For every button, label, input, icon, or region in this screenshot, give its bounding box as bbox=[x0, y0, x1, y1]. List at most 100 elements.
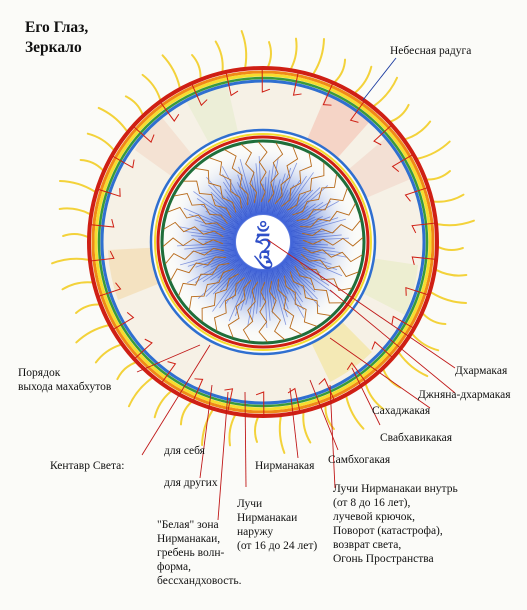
core-blue-stroke bbox=[212, 267, 245, 312]
ring-hook bbox=[404, 186, 429, 202]
ring-hook bbox=[97, 188, 121, 198]
core-blue-stroke bbox=[249, 271, 257, 299]
ring-hook bbox=[111, 155, 135, 169]
ring-hook bbox=[132, 125, 155, 144]
sun-ray bbox=[411, 333, 440, 352]
core-blue-stroke bbox=[256, 273, 261, 314]
core-blue-stroke bbox=[290, 252, 338, 271]
core-blue-stroke bbox=[191, 246, 228, 253]
center-syllable-glyph: ཧཱུྃ bbox=[254, 220, 273, 270]
core-blue-stroke bbox=[234, 275, 251, 317]
core-blue-stroke bbox=[187, 258, 232, 284]
core-blue-stroke bbox=[184, 244, 234, 250]
ring-hook bbox=[159, 101, 180, 122]
inner-wavy-ray bbox=[165, 248, 225, 265]
inner-wavy-ray bbox=[213, 277, 245, 331]
inner-wavy-ray bbox=[281, 153, 313, 207]
core-blue-stroke bbox=[281, 265, 300, 288]
core-blue-stroke bbox=[285, 263, 316, 293]
inner-wavy-ray bbox=[209, 157, 242, 209]
ring-hook bbox=[224, 388, 234, 413]
ring-hook bbox=[191, 83, 208, 107]
core-blue-stroke bbox=[275, 162, 298, 211]
core-blue-stroke bbox=[271, 272, 287, 326]
sun-ray bbox=[58, 180, 96, 193]
sun-ray bbox=[191, 54, 202, 79]
outer-sun-rays bbox=[51, 30, 475, 454]
ring-hook bbox=[225, 71, 239, 97]
ring-hook bbox=[373, 124, 393, 146]
core-blue-stroke bbox=[198, 247, 230, 254]
diagram-title: Его Глаз, Зеркало bbox=[25, 19, 89, 56]
sun-ray bbox=[75, 324, 110, 344]
sun-ray bbox=[422, 313, 447, 326]
inner-wavy-ray bbox=[287, 162, 325, 211]
core-blue-stroke bbox=[258, 156, 263, 213]
core-blue-stroke bbox=[292, 202, 324, 223]
core-blue-stroke bbox=[188, 213, 232, 231]
core-blue-stroke bbox=[221, 166, 248, 213]
core-blue-stroke bbox=[195, 253, 232, 268]
core-blue-stroke bbox=[205, 263, 241, 297]
sun-ray bbox=[435, 269, 468, 277]
core-blue-stroke bbox=[281, 196, 300, 219]
core-blue-stroke bbox=[249, 185, 257, 213]
inner-wavy-ray bbox=[258, 141, 268, 203]
sun-ray bbox=[116, 361, 136, 381]
inner-wavy-ray bbox=[274, 146, 299, 205]
label-mahabhuta-order: Порядок выхода махабхутов bbox=[18, 367, 112, 393]
inner-wavy-ray bbox=[302, 237, 364, 247]
inner-wavy-ray bbox=[301, 219, 361, 236]
inner-wavy-ray bbox=[195, 167, 237, 213]
core-blue-stroke bbox=[178, 226, 230, 237]
core-blue-stroke bbox=[212, 263, 243, 295]
core-blue-stroke bbox=[281, 175, 307, 214]
core-blue-stroke bbox=[200, 224, 235, 235]
core-blue-stroke bbox=[295, 216, 323, 229]
sun-ray bbox=[179, 401, 192, 426]
core-blue-stroke bbox=[288, 187, 321, 218]
core-blue-stroke bbox=[202, 259, 237, 282]
core-blue-stroke bbox=[252, 170, 259, 209]
core-blue-stroke bbox=[259, 271, 263, 307]
core-blue-stroke bbox=[286, 266, 318, 300]
core-blue-stroke bbox=[290, 200, 339, 228]
outer-ring-hooks bbox=[89, 67, 437, 417]
inner-wavy-ray bbox=[162, 237, 224, 247]
label-sahajakaya: Сахаджакая bbox=[372, 405, 431, 417]
inner-wavy-ray bbox=[188, 268, 234, 310]
sun-ray bbox=[302, 412, 312, 444]
core-blue-stroke bbox=[270, 185, 277, 209]
sun-ray bbox=[79, 158, 104, 171]
sun-ray bbox=[58, 207, 91, 215]
inner-wavy-ray bbox=[183, 180, 232, 218]
label-centaur-of-light: Кентавр Света: bbox=[50, 460, 125, 472]
inner-wavy-ray bbox=[227, 279, 252, 338]
ring-hook bbox=[411, 256, 437, 265]
core-blue-stroke bbox=[286, 189, 314, 218]
inner-wavy-ray bbox=[300, 253, 359, 278]
core-blue-stroke bbox=[191, 235, 234, 240]
ring-hook bbox=[255, 391, 265, 417]
core-blue-stroke bbox=[283, 172, 314, 214]
core-blue-stroke bbox=[276, 270, 289, 295]
core-blue-stroke bbox=[208, 184, 243, 221]
core-blue-stroke bbox=[245, 272, 255, 305]
sun-ray bbox=[364, 383, 385, 411]
core-blue-stroke bbox=[187, 252, 229, 267]
core-blue-stroke bbox=[265, 170, 270, 207]
sun-ray bbox=[373, 76, 399, 107]
ring-hook bbox=[261, 67, 271, 93]
core-blue-stroke bbox=[288, 257, 326, 280]
core-blue-stroke bbox=[275, 275, 289, 310]
core-blue-stroke bbox=[293, 256, 316, 268]
ring-hook bbox=[160, 361, 177, 384]
ring-hook bbox=[349, 100, 366, 123]
inner-wavy-ray bbox=[242, 281, 259, 342]
sun-ray bbox=[390, 103, 410, 123]
inner-wavy-ray bbox=[296, 188, 348, 221]
core-blue-stroke bbox=[184, 230, 232, 239]
core-blue-stroke bbox=[206, 228, 228, 235]
core-blue-stroke bbox=[287, 205, 309, 223]
